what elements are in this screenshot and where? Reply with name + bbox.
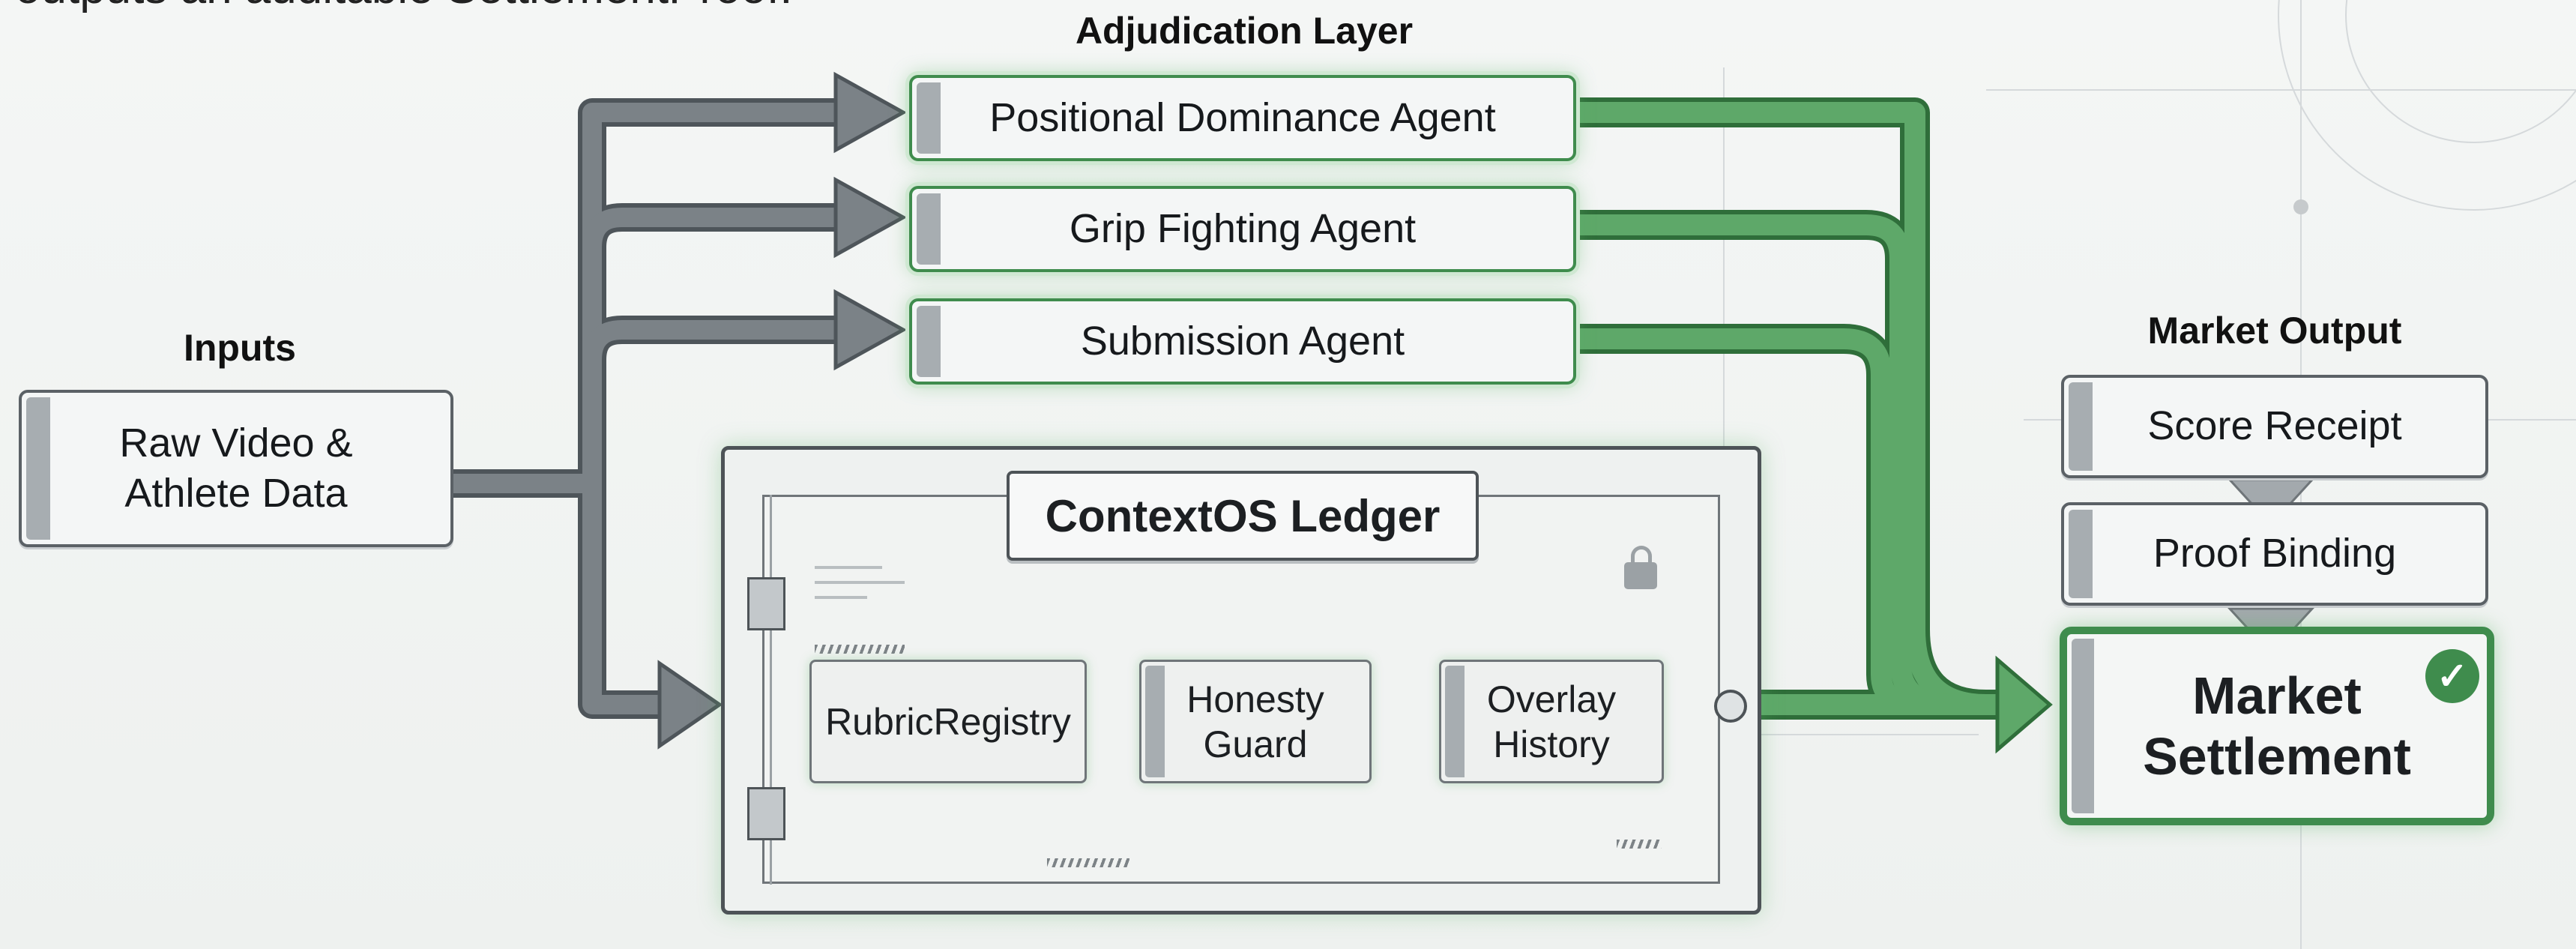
component-label-line2: Guard [1203,723,1308,765]
honesty-guard-box: Honesty Guard [1139,660,1372,783]
decorative-line [815,581,905,584]
checkmark-icon: ✓ [2425,649,2479,703]
output-arrowhead [1995,655,2053,754]
card-tab [917,306,941,377]
raw-video-athlete-data-card: Raw Video & Athlete Data [19,390,453,547]
hinge-icon [747,577,785,630]
ledger-rail [770,495,791,885]
inputs-label-line2: Athlete Data [124,471,348,516]
hinge-icon [747,787,785,840]
card-tab [917,82,941,154]
inputs-label-line1: Raw Video & [119,420,353,466]
submission-agent-card: Submission Agent [909,298,1576,385]
settlement-line2: Settlement [2143,726,2411,786]
score-receipt-card: Score Receipt [2061,375,2488,478]
component-label-line2: History [1493,723,1610,765]
ledger-title: ContextOS Ledger [1007,471,1479,561]
caption-fragment: outputs an auditable SettlementProof. [15,0,792,14]
market-settlement-card: Market Settlement ✓ [2060,627,2494,825]
component-label-line1: RubricRegistry [825,700,1071,743]
overlay-history-box: Overlay History [1439,660,1664,783]
card-tab [2072,639,2094,813]
card-tab [917,193,941,265]
card-tab [26,397,50,540]
grip-fighting-agent-card: Grip Fighting Agent [909,186,1576,272]
input-arrowheads [657,71,908,750]
component-label-line1: Overlay [1486,678,1617,720]
decorative-line [815,596,867,599]
knob-icon [1714,690,1747,723]
input-arrows [450,103,847,714]
decorative-stripes [1047,858,1129,867]
inputs-heading: Inputs [184,327,296,369]
decorative-stripes [1617,840,1662,849]
box-tab [1445,666,1465,777]
component-label-line1: Honesty [1186,678,1324,720]
box-tab [1145,666,1165,777]
decorative-line [815,566,882,569]
settlement-line1: Market [2192,666,2362,725]
step-label: Score Receipt [2147,403,2402,449]
step-label: Proof Binding [2153,531,2397,576]
market-output-heading: Market Output [2147,310,2402,352]
positional-dominance-agent-card: Positional Dominance Agent [909,75,1576,161]
proof-binding-card: Proof Binding [2061,502,2488,606]
card-tab [2069,510,2093,598]
decorative-stripes [815,645,905,654]
card-tab [2069,382,2093,471]
output-arrows [1574,102,2024,715]
agent-label: Grip Fighting Agent [1069,205,1417,251]
adjudication-heading: Adjudication Layer [1075,10,1414,52]
agent-label: Positional Dominance Agent [989,94,1496,140]
lock-icon [1624,546,1657,589]
agent-label: Submission Agent [1080,318,1405,364]
rubric-registry-box: RubricRegistry [809,660,1087,783]
